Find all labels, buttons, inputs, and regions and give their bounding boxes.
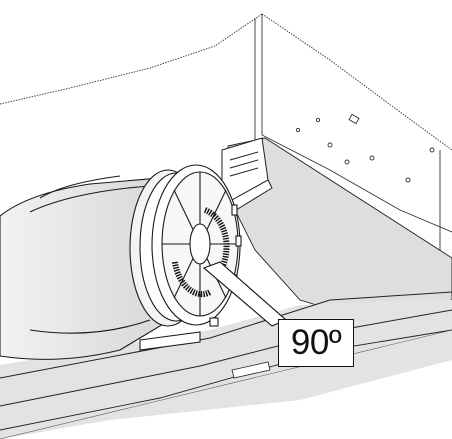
fan-motor-cap (151, 164, 242, 327)
mounting-bracket (221, 137, 273, 211)
ceiling-unit-housing (0, 13, 452, 262)
rotation-arrow (172, 207, 230, 297)
angle-callout: 90º (278, 319, 354, 367)
